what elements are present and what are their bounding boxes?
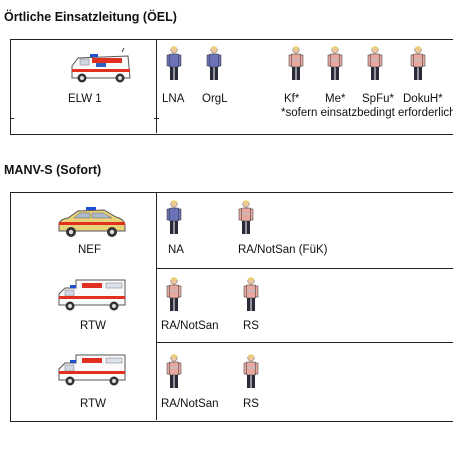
vehicle-label-rtw-2: RTW [80,398,106,410]
oel-tick-left [10,118,14,119]
person-label-me: Me* [325,93,346,105]
manv-row-line-2 [156,342,453,343]
spfu-figure-icon [367,46,383,80]
dokuh-figure-icon [410,46,426,80]
rtw-vehicle-icon [58,354,126,386]
person-label-ra-notsan-1: RA/NotSan [161,320,219,332]
vehicle-label-elw: ELW 1 [68,93,102,105]
lna-figure-icon [166,46,182,80]
person-label-lna: LNA [162,93,185,105]
footnote: *sofern einsatzbedingt erforderlich [281,107,453,119]
ra-notsan-figure-icon [166,277,182,311]
person-label-ra-notsan-fuek: RA/NotSan (FüK) [238,244,328,256]
me-figure-icon [327,46,343,80]
oel-divider [156,39,157,133]
ra-notsan-fuek-figure-icon [238,200,254,234]
kf-figure-icon [288,46,304,80]
nef-vehicle-icon [58,207,126,237]
rs-figure-icon [243,354,259,388]
person-label-orgl: OrgL [202,93,228,105]
na-figure-icon [166,200,182,234]
ra-notsan-figure-icon [166,354,182,388]
person-label-na: NA [168,244,184,256]
section-title-manv: MANV-S (Sofort) [4,163,102,177]
section-title-oel: Örtliche Einsatzleitung (ÖEL) [4,10,177,24]
manv-row-line-1 [156,268,453,269]
rtw-vehicle-icon [58,279,126,311]
person-label-kf: Kf* [284,93,300,105]
manv-table [10,192,453,422]
vehicle-label-nef: NEF [78,244,101,256]
oel-table [10,39,453,135]
oel-tick-right [154,118,159,119]
rs-figure-icon [243,277,259,311]
orgl-figure-icon [206,46,222,80]
elw-vehicle-icon [71,48,131,83]
manv-divider [156,192,157,420]
person-label-dokuh: DokuH* [403,93,443,105]
person-label-rs-2: RS [243,398,259,410]
person-label-rs-1: RS [243,320,259,332]
person-label-ra-notsan-2: RA/NotSan [161,398,219,410]
person-label-spfu: SpFu* [362,93,394,105]
vehicle-label-rtw-1: RTW [80,320,106,332]
